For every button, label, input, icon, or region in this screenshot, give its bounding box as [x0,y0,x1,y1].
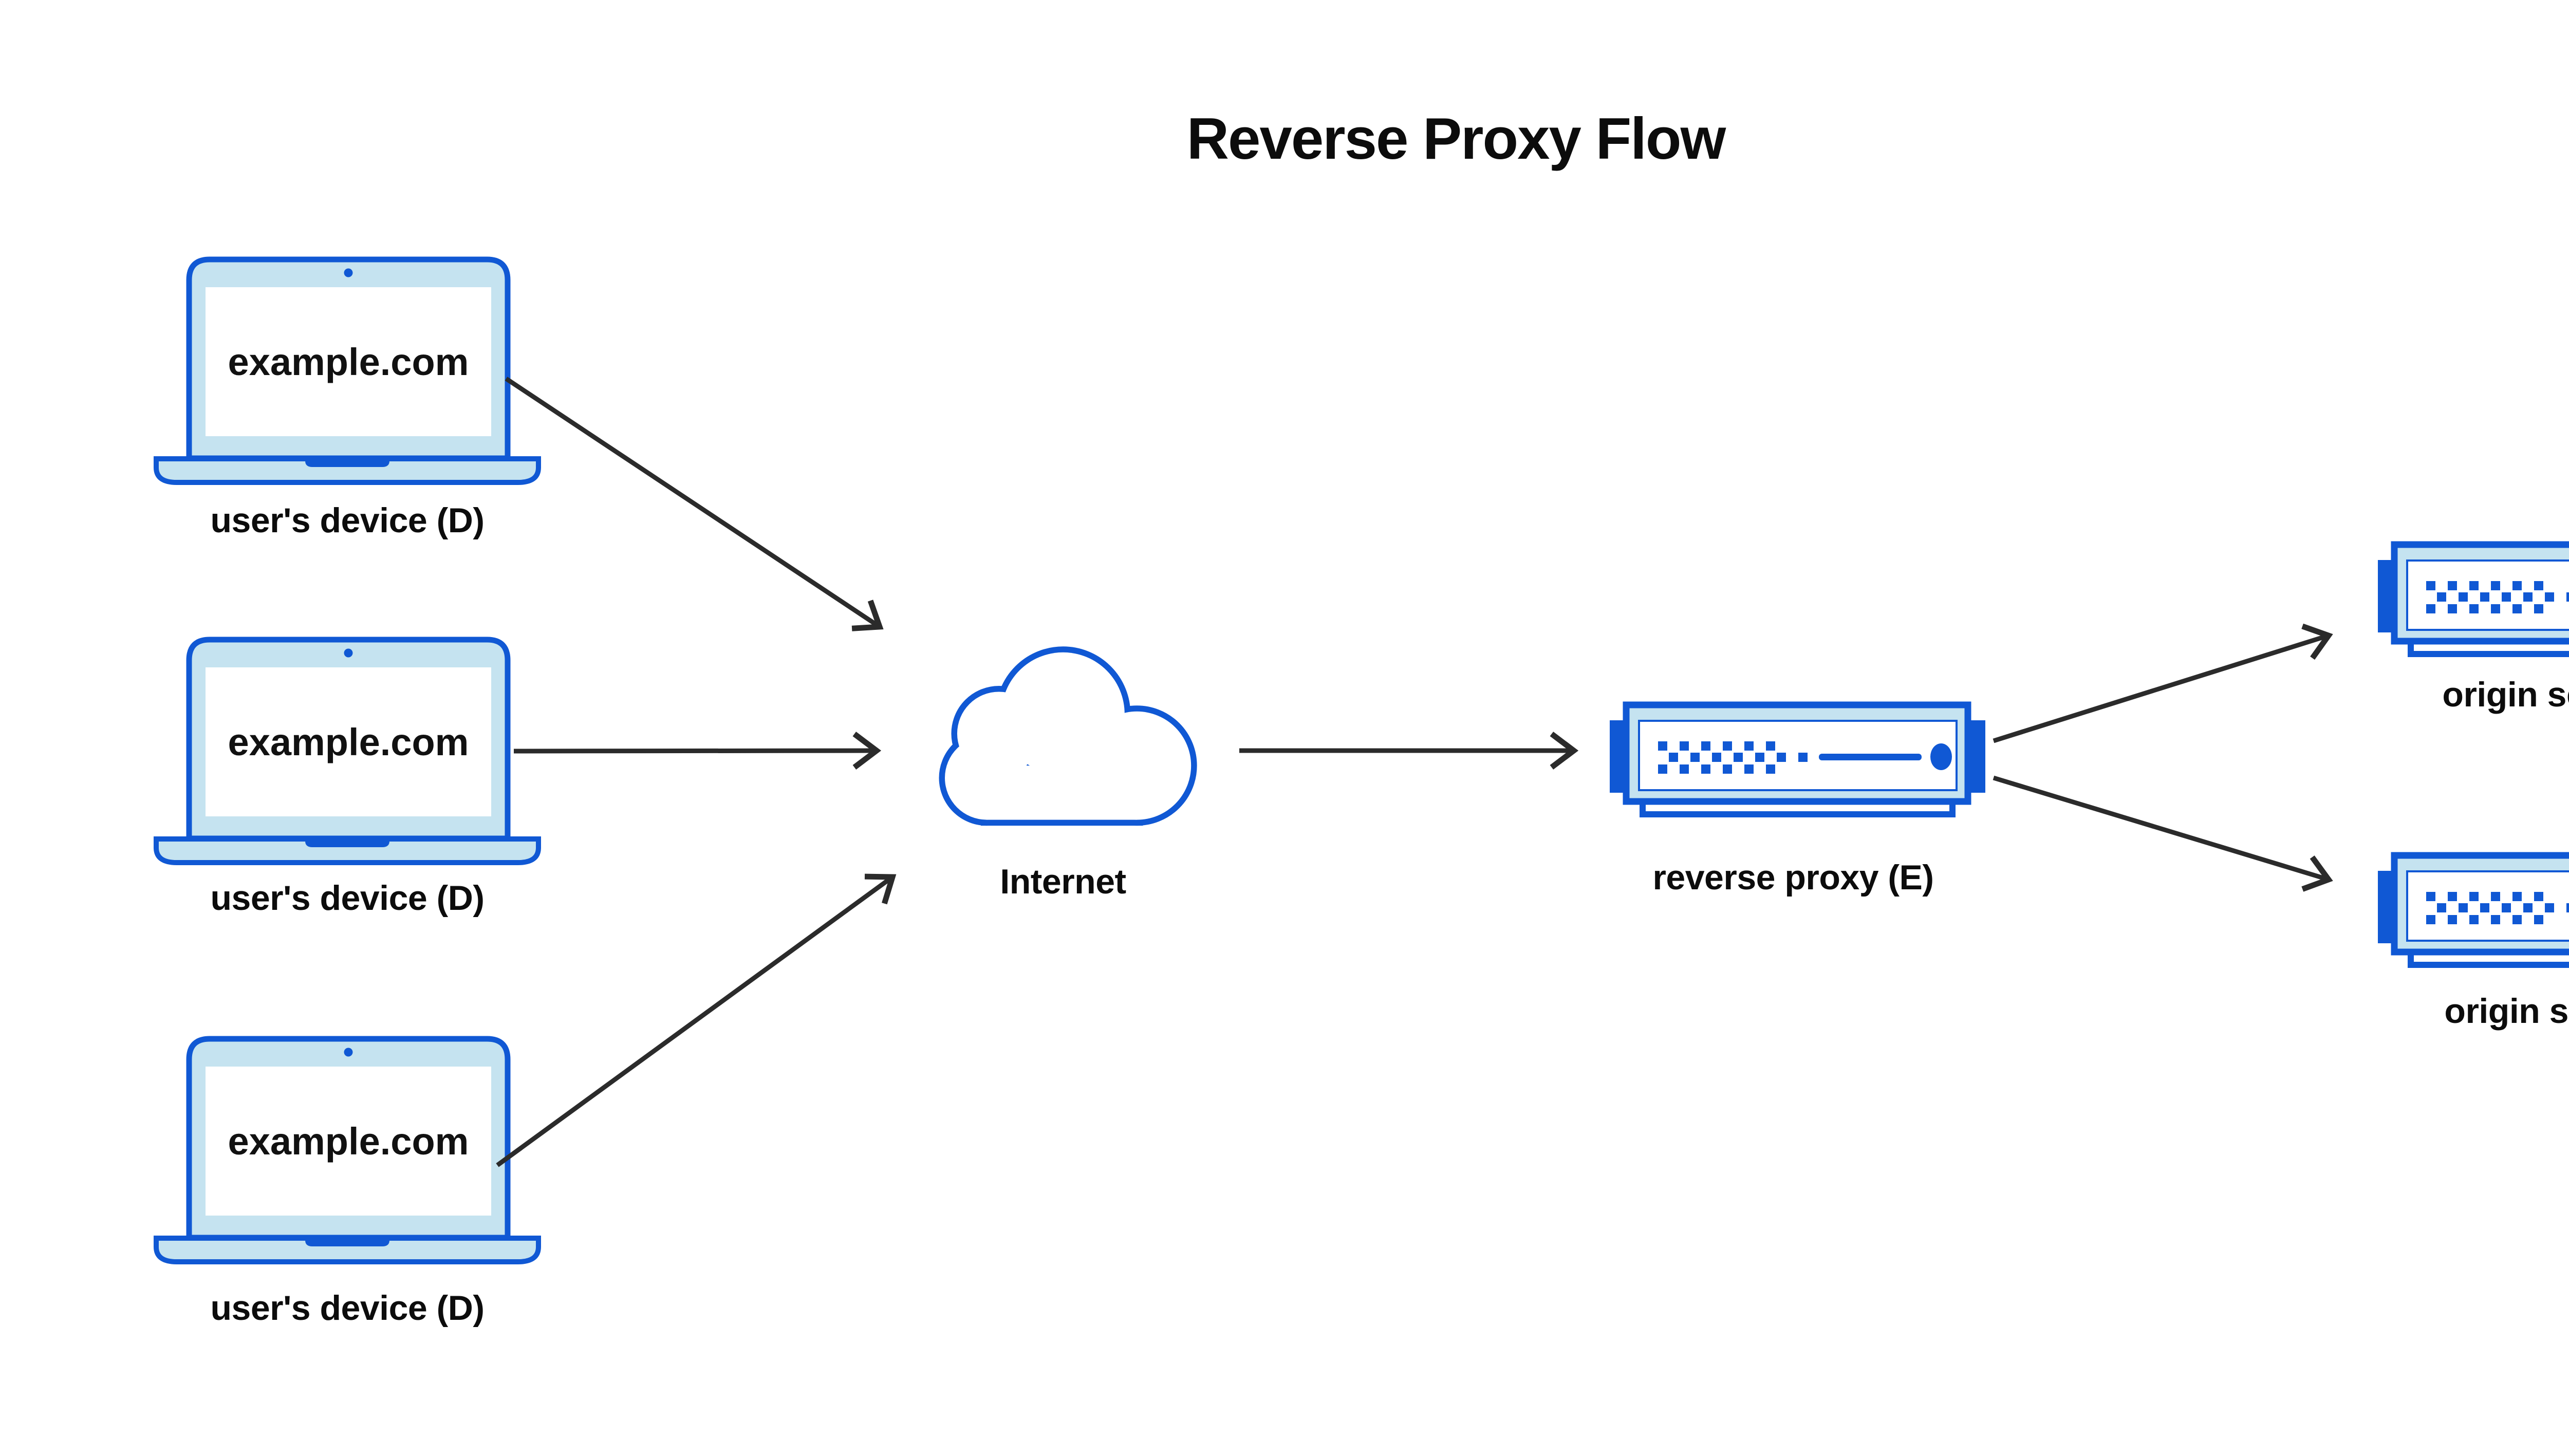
server-vent-dots [2426,581,2569,613]
camera-icon [344,648,353,658]
page-title: Reverse Proxy Flow [1186,106,1726,172]
node-device1: example.com [152,253,543,486]
camera-icon [344,268,353,277]
server-icon [2378,852,2569,968]
laptop-base [154,1236,541,1264]
laptop-hinge-notch [305,839,389,847]
node-reverse_proxy [1603,701,1993,824]
laptop-screen [206,1067,491,1216]
server-vent-dots [2426,892,2569,924]
label-internet: Internet [1000,862,1126,901]
screen-url-text: example.com [228,721,469,763]
laptop-hinge-notch [305,1238,389,1246]
server-slot-line [1819,754,1922,760]
screen-url-text: example.com [228,1120,469,1163]
laptop-icon: example.com [154,256,541,485]
cloud-icon [939,646,1197,826]
node-device3: example.com [152,1033,543,1265]
label-reverse_proxy: reverse proxy (E) [1652,858,1934,897]
server-vent-dots [1658,741,1808,774]
laptop-icon: example.com [154,637,541,865]
label-device1: user's device (D) [210,501,485,540]
laptop-screen [206,287,491,436]
node-origin1 [2371,540,2569,664]
arrow-reverse_proxy-to-origin1 [1993,623,2333,743]
label-origin1: origin server (F) [2442,675,2569,714]
arrow-device3-to-internet [496,873,897,1167]
label-device2: user's device (D) [210,879,485,918]
label-origin2: origin server (F) [2444,992,2569,1031]
node-device2: example.com [152,633,543,866]
laptop-icon: example.com [154,1036,541,1264]
cloud-fill [945,652,1192,820]
server-icon [1610,701,1985,817]
laptop-screen [206,667,491,816]
node-origin2 [2371,851,2569,975]
node-internet [920,646,1206,827]
server-icon [2378,541,2569,657]
server-power-dot [1930,743,1952,770]
arrow-internet-to-reverse_proxy [1239,732,1579,770]
screen-url-text: example.com [228,341,469,383]
laptop-base [154,836,541,865]
arrow-device2-to-internet [513,732,882,770]
camera-icon [344,1048,353,1057]
label-device3: user's device (D) [210,1289,485,1328]
laptop-hinge-notch [305,459,389,467]
